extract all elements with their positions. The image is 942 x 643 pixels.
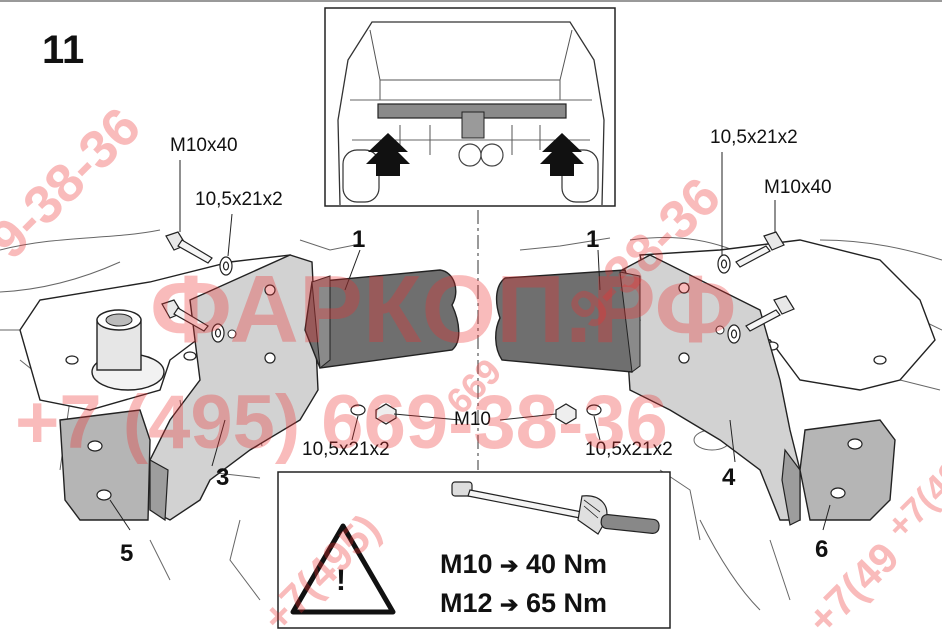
nut-bottom-right [555,403,577,425]
nut-bottom-left [375,403,397,425]
washer-bottom-left [350,404,366,416]
crossbar-right-half [495,269,641,373]
part-label-bracket-right: 4 [722,464,736,491]
torque-size: M10 [440,549,493,579]
callout-washer-left-top: 10,5x21x2 [195,189,283,210]
callout-nut-center: M10 [454,409,491,430]
warning-triangle-icon [290,523,396,615]
torque-box [277,471,671,629]
part-label-bracket-left: 3 [216,464,230,491]
torque-row-m12: M12 ➔ 65 Nm [440,590,607,617]
inset-arrow-right [540,133,584,176]
right-lower-plate [799,419,896,521]
callout-washer-left-bottom: 10,5x21x2 [302,439,390,460]
washer-bottom-right [586,404,602,416]
part-label-crossbar-left: 1 [352,226,366,253]
callout-washer-right-bottom: 10,5x21x2 [585,439,673,460]
leader-lines [109,152,831,531]
inset-car-body [337,21,605,206]
callout-bolt-right: M10x40 [764,177,832,198]
part-label-plate-right: 6 [815,536,829,563]
step-number: 11 [42,28,85,72]
callout-washer-right-top: 10,5x21x2 [710,127,798,148]
inset-arrow-left [366,133,410,176]
part-label-plate-left: 5 [120,540,134,567]
torque-value: 65 Nm [526,588,608,618]
part-label-crossbar-right: 1 [586,226,600,253]
torque-wrench-icon [451,481,660,535]
crossbar-left-half [304,269,460,369]
warning-mark: ! [336,564,346,597]
arrow-right-icon: ➔ [500,592,519,617]
left-lower-plate [59,409,151,521]
torque-value: 40 Nm [526,549,608,579]
bolt-right-lower [773,295,795,315]
fastener-set [161,231,795,425]
inset-vehicle-view [324,7,616,207]
callout-bolt-left: M10x40 [170,135,238,156]
bolt-right-upper [763,231,785,251]
torque-size: M12 [440,588,493,618]
torque-row-m10: M10 ➔ 40 Nm [440,551,607,578]
arrow-right-icon: ➔ [500,553,519,578]
